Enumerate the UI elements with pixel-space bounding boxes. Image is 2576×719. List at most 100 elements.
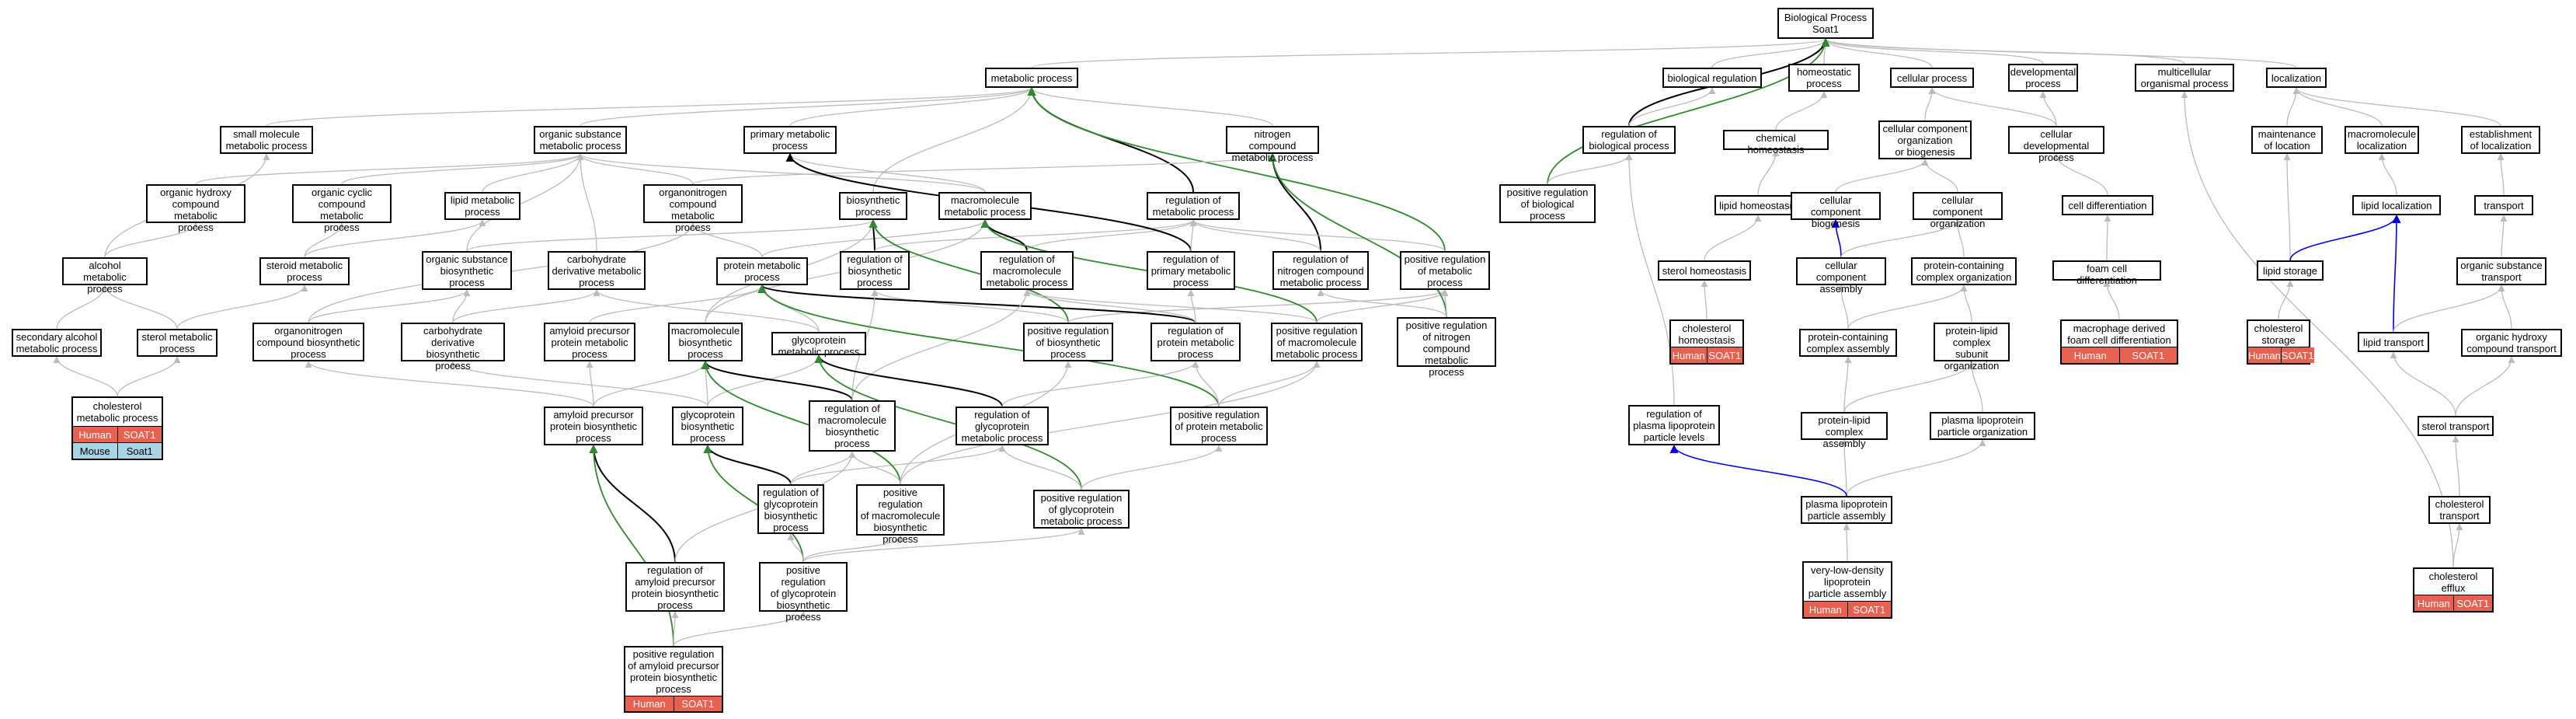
go-term-pos-reg-app-bio[interactable]: positive regulation of amyloid precursor…	[624, 646, 723, 713]
edge-is-a	[1218, 361, 1321, 407]
go-term-nitrogen-met[interactable]: nitrogen compound metabolic process	[1226, 126, 1319, 163]
go-term-protein-met[interactable]: protein metabolic process	[716, 257, 808, 285]
edge-is-a	[790, 451, 856, 485]
go-term-pos-reg-glyco-bio[interactable]: positive regulation of glycoprotein bios…	[759, 562, 848, 623]
go-term-metabolic[interactable]: metabolic process	[985, 68, 1078, 88]
go-term-steroid-met[interactable]: steroid metabolic process	[259, 257, 350, 285]
go-term-macromol-bio[interactable]: macromolecule biosynthetic process	[668, 323, 743, 361]
go-term-pos-reg-bio-proc[interactable]: positive regulation of biological proces…	[1499, 184, 1596, 223]
go-term-pos-reg-met[interactable]: positive regulation of metabolic process	[1400, 251, 1490, 290]
go-term-organonitrogen-bio[interactable]: organonitrogen compound biosynthetic pro…	[252, 323, 364, 361]
go-term-pos-reg-protein-met[interactable]: positive regulation of protein metabolic…	[1170, 407, 1268, 445]
go-term-localization[interactable]: localization	[2266, 68, 2327, 88]
go-term-biosynthetic[interactable]: biosynthetic process	[839, 192, 907, 220]
go-term-macromol-met[interactable]: macromolecule metabolic process	[938, 192, 1032, 220]
go-term-cc-org-bio[interactable]: cellular component organization or bioge…	[1878, 120, 1972, 159]
go-term-org-sub-bio[interactable]: organic substance biosynthetic process	[422, 251, 512, 290]
go-term-reg-macromol-met[interactable]: regulation of macromolecule metabolic pr…	[980, 251, 1074, 290]
edge-is-a	[1187, 289, 1196, 323]
go-term-bp[interactable]: Biological Process Soat1	[1777, 8, 1874, 39]
go-term-multicellular[interactable]: multicellular organismal process	[2135, 64, 2234, 92]
go-term-reg-plp-levels[interactable]: regulation of plasma lipoprotein particl…	[1628, 405, 1720, 445]
term-label: cholesterol homeostasis	[1678, 322, 1735, 346]
go-term-pl-complex-assembly[interactable]: protein-lipid complex assembly	[1801, 412, 1888, 449]
go-term-chem-homeo[interactable]: chemical homeostasis	[1723, 130, 1829, 155]
go-term-cc-assembly[interactable]: cellular component assembly	[1796, 257, 1886, 295]
term-label: positive regulation of protein metabolic…	[1175, 409, 1263, 444]
go-term-app-bio[interactable]: amyloid precursor protein biosynthetic p…	[544, 407, 643, 445]
go-term-lipid-storage[interactable]: lipid storage	[2257, 260, 2324, 281]
go-term-app-met[interactable]: amyloid precursor protein metabolic proc…	[544, 323, 635, 361]
go-term-bio-reg[interactable]: biological regulation	[1662, 68, 1762, 88]
go-term-cellular[interactable]: cellular process	[1890, 68, 1974, 88]
go-term-reg-bio-proc[interactable]: regulation of biological process	[1582, 126, 1676, 154]
go-term-sec-alcohol-met[interactable]: secondary alcohol metabolic process	[12, 329, 102, 357]
go-term-reg-glyco-met[interactable]: regulation of glycoprotein metabolic pro…	[956, 407, 1049, 445]
term-label: regulation of primary metabolic process	[1150, 253, 1231, 288]
edge-is-a	[900, 361, 1321, 485]
go-term-lipid-loc[interactable]: lipid localization	[2352, 195, 2441, 215]
go-term-carb-deriv-met[interactable]: carbohydrate derivative metabolic proces…	[548, 251, 646, 290]
go-term-sterol-transport[interactable]: sterol transport	[2418, 416, 2494, 436]
go-term-reg-primary-met[interactable]: regulation of primary metabolic process	[1147, 251, 1235, 290]
go-term-reg-app-bio[interactable]: regulation of amyloid precursor protein …	[625, 562, 725, 612]
go-term-reg-nitrogen-met[interactable]: regulation of nitrogen compound metaboli…	[1272, 251, 1369, 290]
go-term-org-sub-met[interactable]: organic substance metabolic process	[534, 126, 627, 154]
go-term-macromol-loc[interactable]: macromolecule localization	[2345, 126, 2419, 154]
go-term-pos-reg-nitrogen-met[interactable]: positive regulation of nitrogen compound…	[1397, 317, 1496, 378]
edge-is-a	[851, 289, 1031, 401]
go-term-lipid-transport[interactable]: lipid transport	[2358, 332, 2429, 352]
edge-is-a	[2498, 284, 2512, 330]
go-term-estab-loc[interactable]: establishment of localization	[2461, 126, 2540, 154]
go-term-pos-reg-bio[interactable]: positive regulation of biosynthetic proc…	[1023, 323, 1113, 361]
go-term-cell-diff[interactable]: cell differentiation	[2062, 195, 2153, 215]
term-label: protein-containing complex assembly	[1806, 331, 1890, 354]
go-term-sterol-homeo[interactable]: sterol homeostasis	[1658, 260, 1751, 281]
go-term-sterol-met[interactable]: sterol metabolic process	[137, 329, 218, 357]
go-term-reg-bio[interactable]: regulation of biosynthetic process	[840, 251, 910, 290]
go-term-small-mol[interactable]: small molecule metabolic process	[220, 126, 313, 154]
go-term-cc-org[interactable]: cellular component organization	[1913, 192, 2003, 229]
go-term-pos-reg-macromol-met[interactable]: positive regulation of macromolecule met…	[1271, 323, 1363, 361]
go-term-glycoprotein-met[interactable]: glycoprotein metabolic process	[771, 332, 866, 358]
go-term-foam-diff[interactable]: foam cell differentiation	[2052, 260, 2161, 286]
go-term-reg-protein-met[interactable]: regulation of protein metabolic process	[1150, 323, 1241, 361]
go-term-vldl-assembly[interactable]: very-low-density lipoprotein particle as…	[1802, 561, 1892, 619]
go-term-plp-assembly[interactable]: plasma lipoprotein particle assembly	[1801, 496, 1892, 524]
go-term-org-hydroxy-transport[interactable]: organic hydroxy compound transport	[2461, 329, 2562, 357]
go-term-developmental[interactable]: developmental process	[2008, 64, 2078, 92]
go-term-plp-org[interactable]: plasma lipoprotein particle organization	[1930, 412, 2035, 440]
go-term-carb-deriv-bio[interactable]: carbohydrate derivative biosynthetic pro…	[401, 323, 505, 372]
go-term-pos-reg-macromol-bio[interactable]: positive regulation of macromolecule bio…	[856, 484, 945, 545]
go-term-alcohol-met[interactable]: alcohol metabolic process	[62, 257, 148, 295]
go-term-lipid-homeo[interactable]: lipid homeostasis	[1714, 195, 1801, 215]
go-term-cc-biogenesis[interactable]: cellular component biogenesis	[1791, 192, 1881, 229]
go-term-org-hydroxy-met[interactable]: organic hydroxy compound metabolic proce…	[146, 184, 245, 233]
go-term-primary-met[interactable]: primary metabolic process	[743, 126, 837, 154]
go-term-macro-foam-diff[interactable]: macrophage derived foam cell differentia…	[2060, 319, 2178, 365]
go-term-pos-reg-glyco-met[interactable]: positive regulation of glycoprotein meta…	[1033, 490, 1130, 529]
go-term-pl-subunit-org[interactable]: protein-lipid complex subunit organizati…	[1934, 323, 2010, 372]
go-term-organonitrogen-met[interactable]: organonitrogen compound metabolic proces…	[643, 184, 743, 233]
term-label: organic hydroxy compound transport	[2466, 331, 2557, 354]
go-term-transport[interactable]: transport	[2474, 195, 2533, 215]
go-term-pc-org[interactable]: protein-containing complex organization	[1911, 257, 2017, 285]
go-term-cell-dev[interactable]: cellular developmental process	[2008, 126, 2104, 163]
go-term-reg-macromol-bio[interactable]: regulation of macromolecule biosynthetic…	[809, 400, 896, 452]
go-term-glycoprotein-bio[interactable]: glycoprotein biosynthetic process	[672, 407, 743, 445]
go-term-maint-loc[interactable]: maintenance of location	[2251, 126, 2323, 154]
go-term-reg-glyco-bio[interactable]: regulation of glycoprotein biosynthetic …	[757, 484, 824, 534]
term-label: Biological Process Soat1	[1784, 12, 1868, 35]
go-term-reg-met[interactable]: regulation of metabolic process	[1147, 192, 1240, 220]
go-term-org-sub-transport[interactable]: organic substance transport	[2456, 257, 2546, 285]
go-term-homeostatic[interactable]: homeostatic process	[1788, 64, 1860, 92]
go-term-chol-transport[interactable]: cholesterol transport	[2428, 496, 2491, 524]
go-term-org-cyclic-met[interactable]: organic cyclic compound metabolic proces…	[292, 184, 392, 233]
go-term-lipid-met[interactable]: lipid metabolic process	[444, 192, 520, 220]
go-term-pc-assembly[interactable]: protein-containing complex assembly	[1799, 329, 1897, 357]
term-label: cellular process	[1896, 72, 1968, 84]
